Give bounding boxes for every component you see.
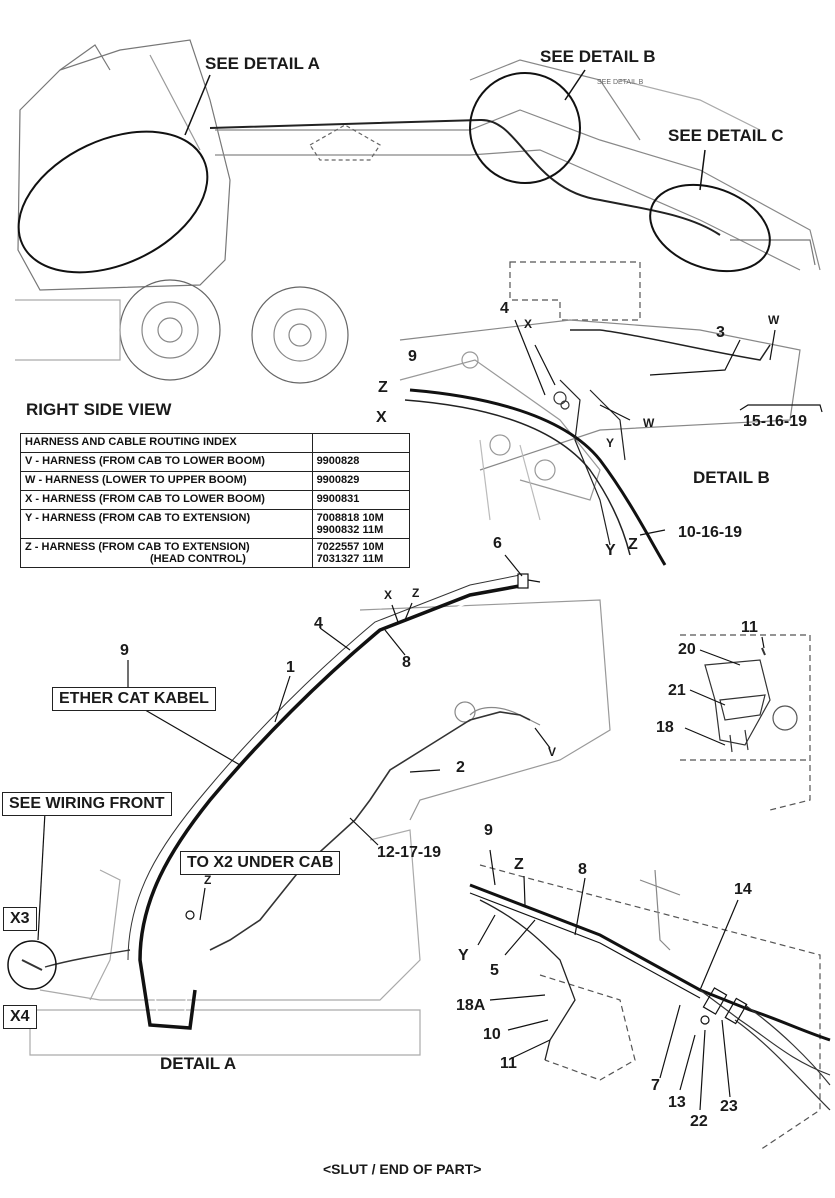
detail-a-title: DETAIL A: [160, 1054, 237, 1073]
harness-label-cell: Z - HARNESS (FROM CAB TO EXTENSION) (HEA…: [20, 538, 313, 568]
item-18-label: 18: [656, 719, 674, 736]
item-14-label: 14: [734, 881, 752, 898]
harness-z-label-2: Z: [628, 536, 638, 553]
table-row: X - HARNESS (FROM CAB TO LOWER BOOM) 990…: [20, 490, 411, 510]
detail-b-drawing: [399, 261, 823, 566]
harness-w-label-2: W: [643, 416, 655, 430]
harness-label: V - HARNESS (FROM CAB TO LOWER BOOM): [20, 452, 313, 472]
connector-x3-label: X3: [3, 907, 37, 931]
ref-15-16-19-label: 15-16-19: [743, 413, 808, 430]
table-header-empty: [311, 433, 411, 453]
item-9-label: 9: [408, 348, 417, 365]
harness-y-label-2: Y: [605, 542, 616, 559]
table-header-row: HARNESS AND CABLE ROUTING INDEX: [20, 433, 411, 453]
harness-label: W - HARNESS (LOWER TO UPPER BOOM): [20, 471, 313, 491]
see-detail-a-label: SEE DETAIL A: [205, 54, 320, 73]
harness-part: 7008818 10M: [316, 512, 384, 524]
right-side-view-label: RIGHT SIDE VIEW: [26, 400, 172, 419]
table-row: W - HARNESS (LOWER TO UPPER BOOM) 990082…: [20, 471, 411, 491]
item-1-label: 1: [286, 659, 295, 676]
harness-label: X - HARNESS (FROM CAB TO LOWER BOOM): [20, 490, 313, 510]
item-3-label: 3: [716, 324, 725, 341]
item-22-label: 22: [690, 1113, 708, 1130]
item-4-label: 4: [500, 300, 509, 317]
harness-part: 9900828: [311, 452, 411, 472]
table-header: HARNESS AND CABLE ROUTING INDEX: [20, 433, 313, 453]
harness-x-label-3: X: [384, 588, 393, 602]
item-11-label-2: 11: [500, 1055, 517, 1072]
item-9-label-3: 9: [484, 822, 493, 839]
item-2-label: 2: [456, 759, 465, 776]
table-row: V - HARNESS (FROM CAB TO LOWER BOOM) 990…: [20, 452, 411, 472]
harness-routing-index-table: HARNESS AND CABLE ROUTING INDEX V - HARN…: [20, 433, 411, 568]
harness-part: 9900832 11M: [316, 524, 384, 536]
harness-part: 7031327 11M: [316, 553, 384, 565]
item-4-label-2: 4: [314, 615, 323, 632]
harness-w-label: W: [768, 313, 780, 327]
harness-x-label: X: [524, 317, 533, 331]
harness-label: Z - HARNESS (FROM CAB TO EXTENSION): [25, 541, 250, 553]
item-9-label-2: 9: [120, 642, 129, 659]
bracket-drawing: [680, 634, 811, 811]
item-6-label: 6: [493, 535, 502, 552]
harness-x-label-2: X: [376, 409, 387, 426]
ref-12-17-19-label: 12-17-19: [377, 844, 442, 861]
item-13-label: 13: [668, 1094, 686, 1111]
harness-part: 9900831: [311, 490, 411, 510]
item-23-label: 23: [720, 1098, 738, 1115]
detail-b-title: DETAIL B: [693, 468, 770, 487]
end-of-part-label: <SLUT / END OF PART>: [323, 1161, 482, 1177]
harness-part-cell: 7022557 10M 7031327 11M: [311, 538, 411, 568]
table-row: Z - HARNESS (FROM CAB TO EXTENSION) (HEA…: [20, 538, 411, 568]
harness-y-label-3: Y: [458, 947, 469, 964]
item-21-label: 21: [668, 682, 686, 699]
harness-v-label: V: [548, 745, 557, 759]
item-5-label: 5: [490, 962, 499, 979]
harness-z-label: Z: [378, 379, 388, 396]
item-10-label: 10: [483, 1026, 501, 1043]
item-11-label: 11: [741, 619, 758, 636]
harness-part: 7022557 10M: [316, 541, 384, 553]
item-8-label: 8: [402, 654, 411, 671]
harness-z-label-4: Z: [514, 856, 524, 873]
see-detail-b-small-label: SEE DETAIL B: [597, 79, 644, 86]
ref-10-16-19-label: 10-16-19: [678, 524, 743, 541]
harness-label: Y - HARNESS (FROM CAB TO EXTENSION): [20, 509, 313, 539]
see-detail-b-label: SEE DETAIL B: [540, 47, 656, 66]
harness-z-label-3: Z: [412, 586, 420, 600]
to-x2-under-cab-label: TO X2 UNDER CAB: [180, 851, 341, 875]
see-detail-c-label: SEE DETAIL C: [668, 126, 784, 145]
harness-y-label: Y: [606, 436, 615, 450]
item-8-label-2: 8: [578, 861, 587, 878]
item-20-label: 20: [678, 641, 696, 658]
ether-cat-kabel-label: ETHER CAT KABEL: [52, 687, 216, 711]
table-row: Y - HARNESS (FROM CAB TO EXTENSION) 7008…: [20, 509, 411, 539]
harness-label-sub: (HEAD CONTROL): [150, 553, 246, 565]
harness-z-small-label: Z: [204, 873, 212, 887]
harness-part: 9900829: [311, 471, 411, 491]
harness-part-cell: 7008818 10M 9900832 11M: [311, 509, 411, 539]
connector-x4-label: X4: [3, 1005, 37, 1029]
see-wiring-front-label: SEE WIRING FRONT: [2, 792, 172, 816]
detail-a-drawing: [7, 554, 611, 1056]
item-7-label: 7: [651, 1077, 660, 1094]
item-18a-label: 18A: [456, 997, 486, 1014]
lower-cable-drawing: [469, 849, 831, 1151]
machine-overview-drawing: [15, 39, 821, 384]
